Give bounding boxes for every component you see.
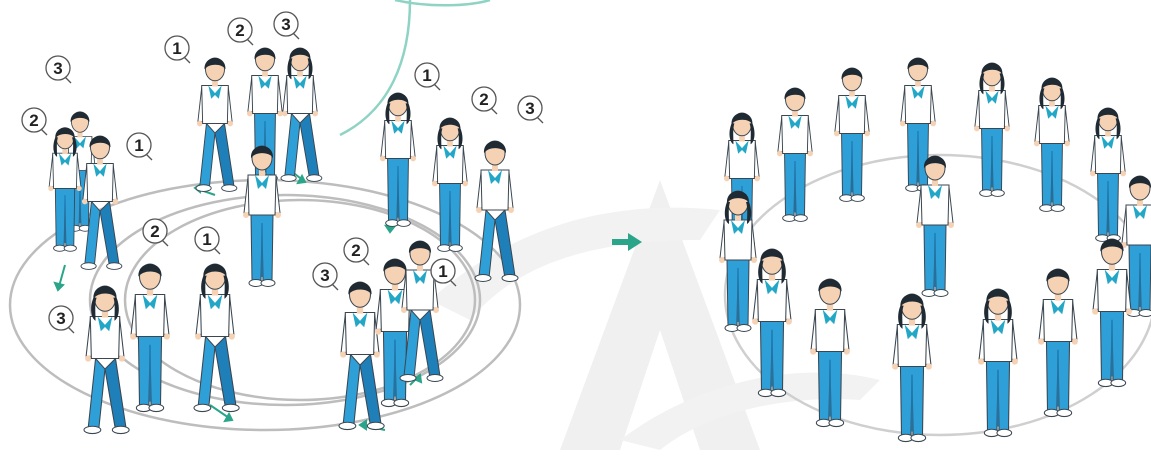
student-boy [810, 279, 850, 427]
number-badge-label: 3 [320, 266, 329, 285]
number-badge: 2 [143, 219, 168, 246]
number-badge: 1 [415, 63, 440, 90]
number-badge-label: 3 [53, 59, 62, 78]
student-girl [1090, 108, 1126, 241]
number-badge: 1 [127, 133, 152, 160]
number-badge-label: 1 [422, 66, 431, 85]
number-badge: 2 [228, 18, 253, 45]
number-badge-label: 2 [235, 21, 244, 40]
number-badge-label: 3 [56, 309, 65, 328]
student-girl [432, 118, 468, 251]
number-badge-label: 1 [202, 230, 211, 249]
student-girl [194, 264, 239, 412]
number-badge: 1 [165, 36, 190, 63]
student-girl [892, 294, 932, 442]
student-girl [380, 93, 416, 226]
student-girl [978, 289, 1018, 437]
number-badge: 2 [344, 238, 369, 265]
number-badge-label: 1 [134, 136, 143, 155]
number-badge-label: 2 [150, 222, 159, 241]
student-girl [1034, 78, 1070, 211]
number-badge: 2 [22, 108, 47, 135]
number-badge-label: 1 [438, 262, 447, 281]
number-badge-label: 2 [479, 90, 488, 109]
number-badge-label: 1 [172, 39, 181, 58]
student-boy [1038, 269, 1078, 417]
student-boy [834, 68, 870, 201]
student-girl [974, 63, 1010, 196]
number-badge: 2 [472, 87, 497, 114]
number-badge-label: 2 [29, 111, 38, 130]
number-badge: 3 [313, 263, 338, 290]
student-boy [243, 146, 281, 287]
student-boy [339, 282, 384, 430]
number-badge: 3 [46, 56, 71, 83]
number-badge-label: 2 [351, 241, 360, 260]
number-badge: 3 [274, 12, 299, 39]
number-badge: 1 [195, 227, 220, 254]
number-badge-label: 3 [525, 99, 534, 118]
number-badge: 3 [49, 306, 74, 333]
student-girl [281, 48, 322, 181]
number-badge: 3 [518, 96, 543, 123]
student-boy [196, 58, 237, 191]
student-boy [130, 264, 170, 412]
student-boy [777, 88, 813, 221]
number-badge-label: 3 [281, 15, 290, 34]
